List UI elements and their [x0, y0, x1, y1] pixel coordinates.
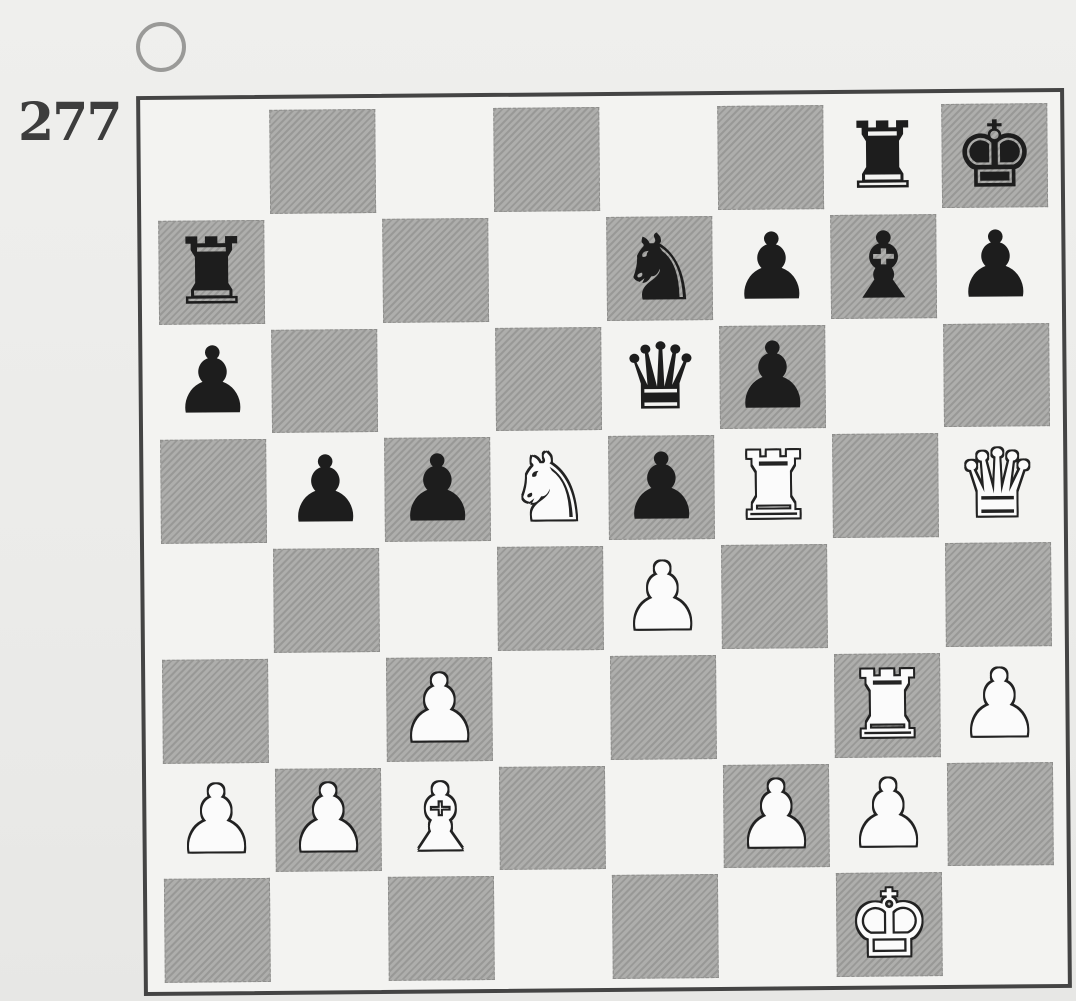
- puzzle-number: 277: [18, 92, 121, 153]
- square-b3[interactable]: [274, 658, 381, 763]
- white-rook-icon[interactable]: ♜: [846, 659, 929, 752]
- square-e3[interactable]: [610, 655, 717, 760]
- square-g4[interactable]: [833, 543, 940, 648]
- square-f5[interactable]: ♜: [720, 434, 827, 539]
- square-d2[interactable]: [499, 766, 606, 871]
- white-to-move-circle-icon: [136, 22, 186, 72]
- square-a5[interactable]: [160, 439, 267, 544]
- square-g7[interactable]: ♝: [830, 214, 937, 319]
- square-h7[interactable]: ♟: [942, 213, 1049, 318]
- white-pawn-icon[interactable]: ♟: [847, 769, 930, 862]
- square-b7[interactable]: [270, 219, 377, 324]
- white-queen-icon[interactable]: ♛: [956, 438, 1039, 531]
- black-pawn-icon[interactable]: ♟: [620, 441, 703, 534]
- square-a7[interactable]: ♜: [158, 220, 265, 325]
- square-e1[interactable]: [612, 874, 719, 979]
- square-e8[interactable]: [605, 106, 712, 211]
- square-b5[interactable]: ♟: [272, 438, 379, 543]
- square-h8[interactable]: ♚: [941, 103, 1048, 208]
- white-king-icon[interactable]: ♚: [848, 878, 931, 971]
- square-c5[interactable]: ♟: [384, 437, 491, 542]
- square-e2[interactable]: [611, 765, 718, 870]
- square-b8[interactable]: [269, 109, 376, 214]
- square-d5[interactable]: ♞: [496, 436, 603, 541]
- square-f7[interactable]: ♟: [718, 215, 825, 320]
- black-pawn-icon[interactable]: ♟: [284, 444, 367, 537]
- white-pawn-icon[interactable]: ♟: [287, 773, 370, 866]
- square-f3[interactable]: [722, 654, 829, 759]
- square-g8[interactable]: ♜: [829, 104, 936, 209]
- black-pawn-icon[interactable]: ♟: [396, 443, 479, 536]
- white-pawn-icon[interactable]: ♟: [735, 770, 818, 863]
- square-g6[interactable]: [831, 324, 938, 429]
- black-knight-icon[interactable]: ♞: [618, 222, 701, 315]
- square-a6[interactable]: ♟: [159, 329, 266, 434]
- square-f8[interactable]: [717, 105, 824, 210]
- black-pawn-icon[interactable]: ♟: [730, 221, 813, 314]
- black-rook-icon[interactable]: ♜: [841, 110, 924, 203]
- square-e6[interactable]: ♛: [607, 326, 714, 431]
- square-h4[interactable]: [945, 542, 1052, 647]
- square-d6[interactable]: [495, 327, 602, 432]
- white-pawn-icon[interactable]: ♟: [398, 663, 481, 756]
- black-pawn-icon[interactable]: ♟: [954, 219, 1037, 312]
- square-e4[interactable]: ♟: [609, 545, 716, 650]
- square-h5[interactable]: ♛: [944, 432, 1051, 537]
- square-d8[interactable]: [493, 107, 600, 212]
- square-c8[interactable]: [381, 108, 488, 213]
- square-h1[interactable]: [948, 871, 1055, 976]
- square-a4[interactable]: [161, 549, 268, 654]
- square-f6[interactable]: ♟: [719, 325, 826, 430]
- square-h2[interactable]: [947, 762, 1054, 867]
- square-a8[interactable]: [157, 110, 264, 215]
- square-e5[interactable]: ♟: [608, 435, 715, 540]
- square-d7[interactable]: [494, 217, 601, 322]
- white-knight-icon[interactable]: ♞: [508, 442, 591, 535]
- square-h3[interactable]: ♟: [946, 652, 1053, 757]
- square-d1[interactable]: [500, 875, 607, 980]
- white-pawn-icon[interactable]: ♟: [958, 658, 1041, 751]
- square-g5[interactable]: [832, 433, 939, 538]
- square-a1[interactable]: [164, 878, 271, 983]
- square-g1[interactable]: ♚: [836, 872, 943, 977]
- white-pawn-icon[interactable]: ♟: [175, 774, 258, 867]
- square-b6[interactable]: [271, 328, 378, 433]
- square-f2[interactable]: ♟: [723, 764, 830, 869]
- square-c7[interactable]: [382, 218, 489, 323]
- square-c4[interactable]: [385, 547, 492, 652]
- square-b1[interactable]: [276, 877, 383, 982]
- black-king-icon[interactable]: ♚: [953, 109, 1036, 202]
- square-a3[interactable]: [162, 659, 269, 764]
- square-c2[interactable]: ♝: [387, 766, 494, 871]
- black-rook-icon[interactable]: ♜: [170, 226, 253, 319]
- square-d3[interactable]: [498, 656, 605, 761]
- black-bishop-icon[interactable]: ♝: [842, 220, 925, 313]
- white-rook-icon[interactable]: ♜: [732, 440, 815, 533]
- square-b2[interactable]: ♟: [275, 767, 382, 872]
- chess-board: ♜ ♚ ♜ ♞ ♟ ♝ ♟ ♟ ♛ ♟ ♟ ♟ ♞ ♟ ♜ ♛ ♟ ♟ ♜ ♟ ♟ ♟ ♝ ♟ ♟ ♚: [136, 88, 1072, 996]
- square-b4[interactable]: [273, 548, 380, 653]
- square-g2[interactable]: ♟: [835, 763, 942, 868]
- square-g3[interactable]: ♜: [834, 653, 941, 758]
- square-c3[interactable]: ♟: [386, 657, 493, 762]
- square-f1[interactable]: [724, 873, 831, 978]
- square-c1[interactable]: [388, 876, 495, 981]
- square-c6[interactable]: [383, 327, 490, 432]
- black-pawn-icon[interactable]: ♟: [171, 335, 254, 428]
- square-a2[interactable]: ♟: [163, 768, 270, 873]
- black-pawn-icon[interactable]: ♟: [731, 331, 814, 424]
- square-e7[interactable]: ♞: [606, 216, 713, 321]
- white-pawn-icon[interactable]: ♟: [621, 551, 704, 644]
- black-queen-icon[interactable]: ♛: [619, 332, 702, 425]
- square-h6[interactable]: [943, 323, 1050, 428]
- white-bishop-icon[interactable]: ♝: [399, 772, 482, 865]
- square-d4[interactable]: [497, 546, 604, 651]
- square-f4[interactable]: [721, 544, 828, 649]
